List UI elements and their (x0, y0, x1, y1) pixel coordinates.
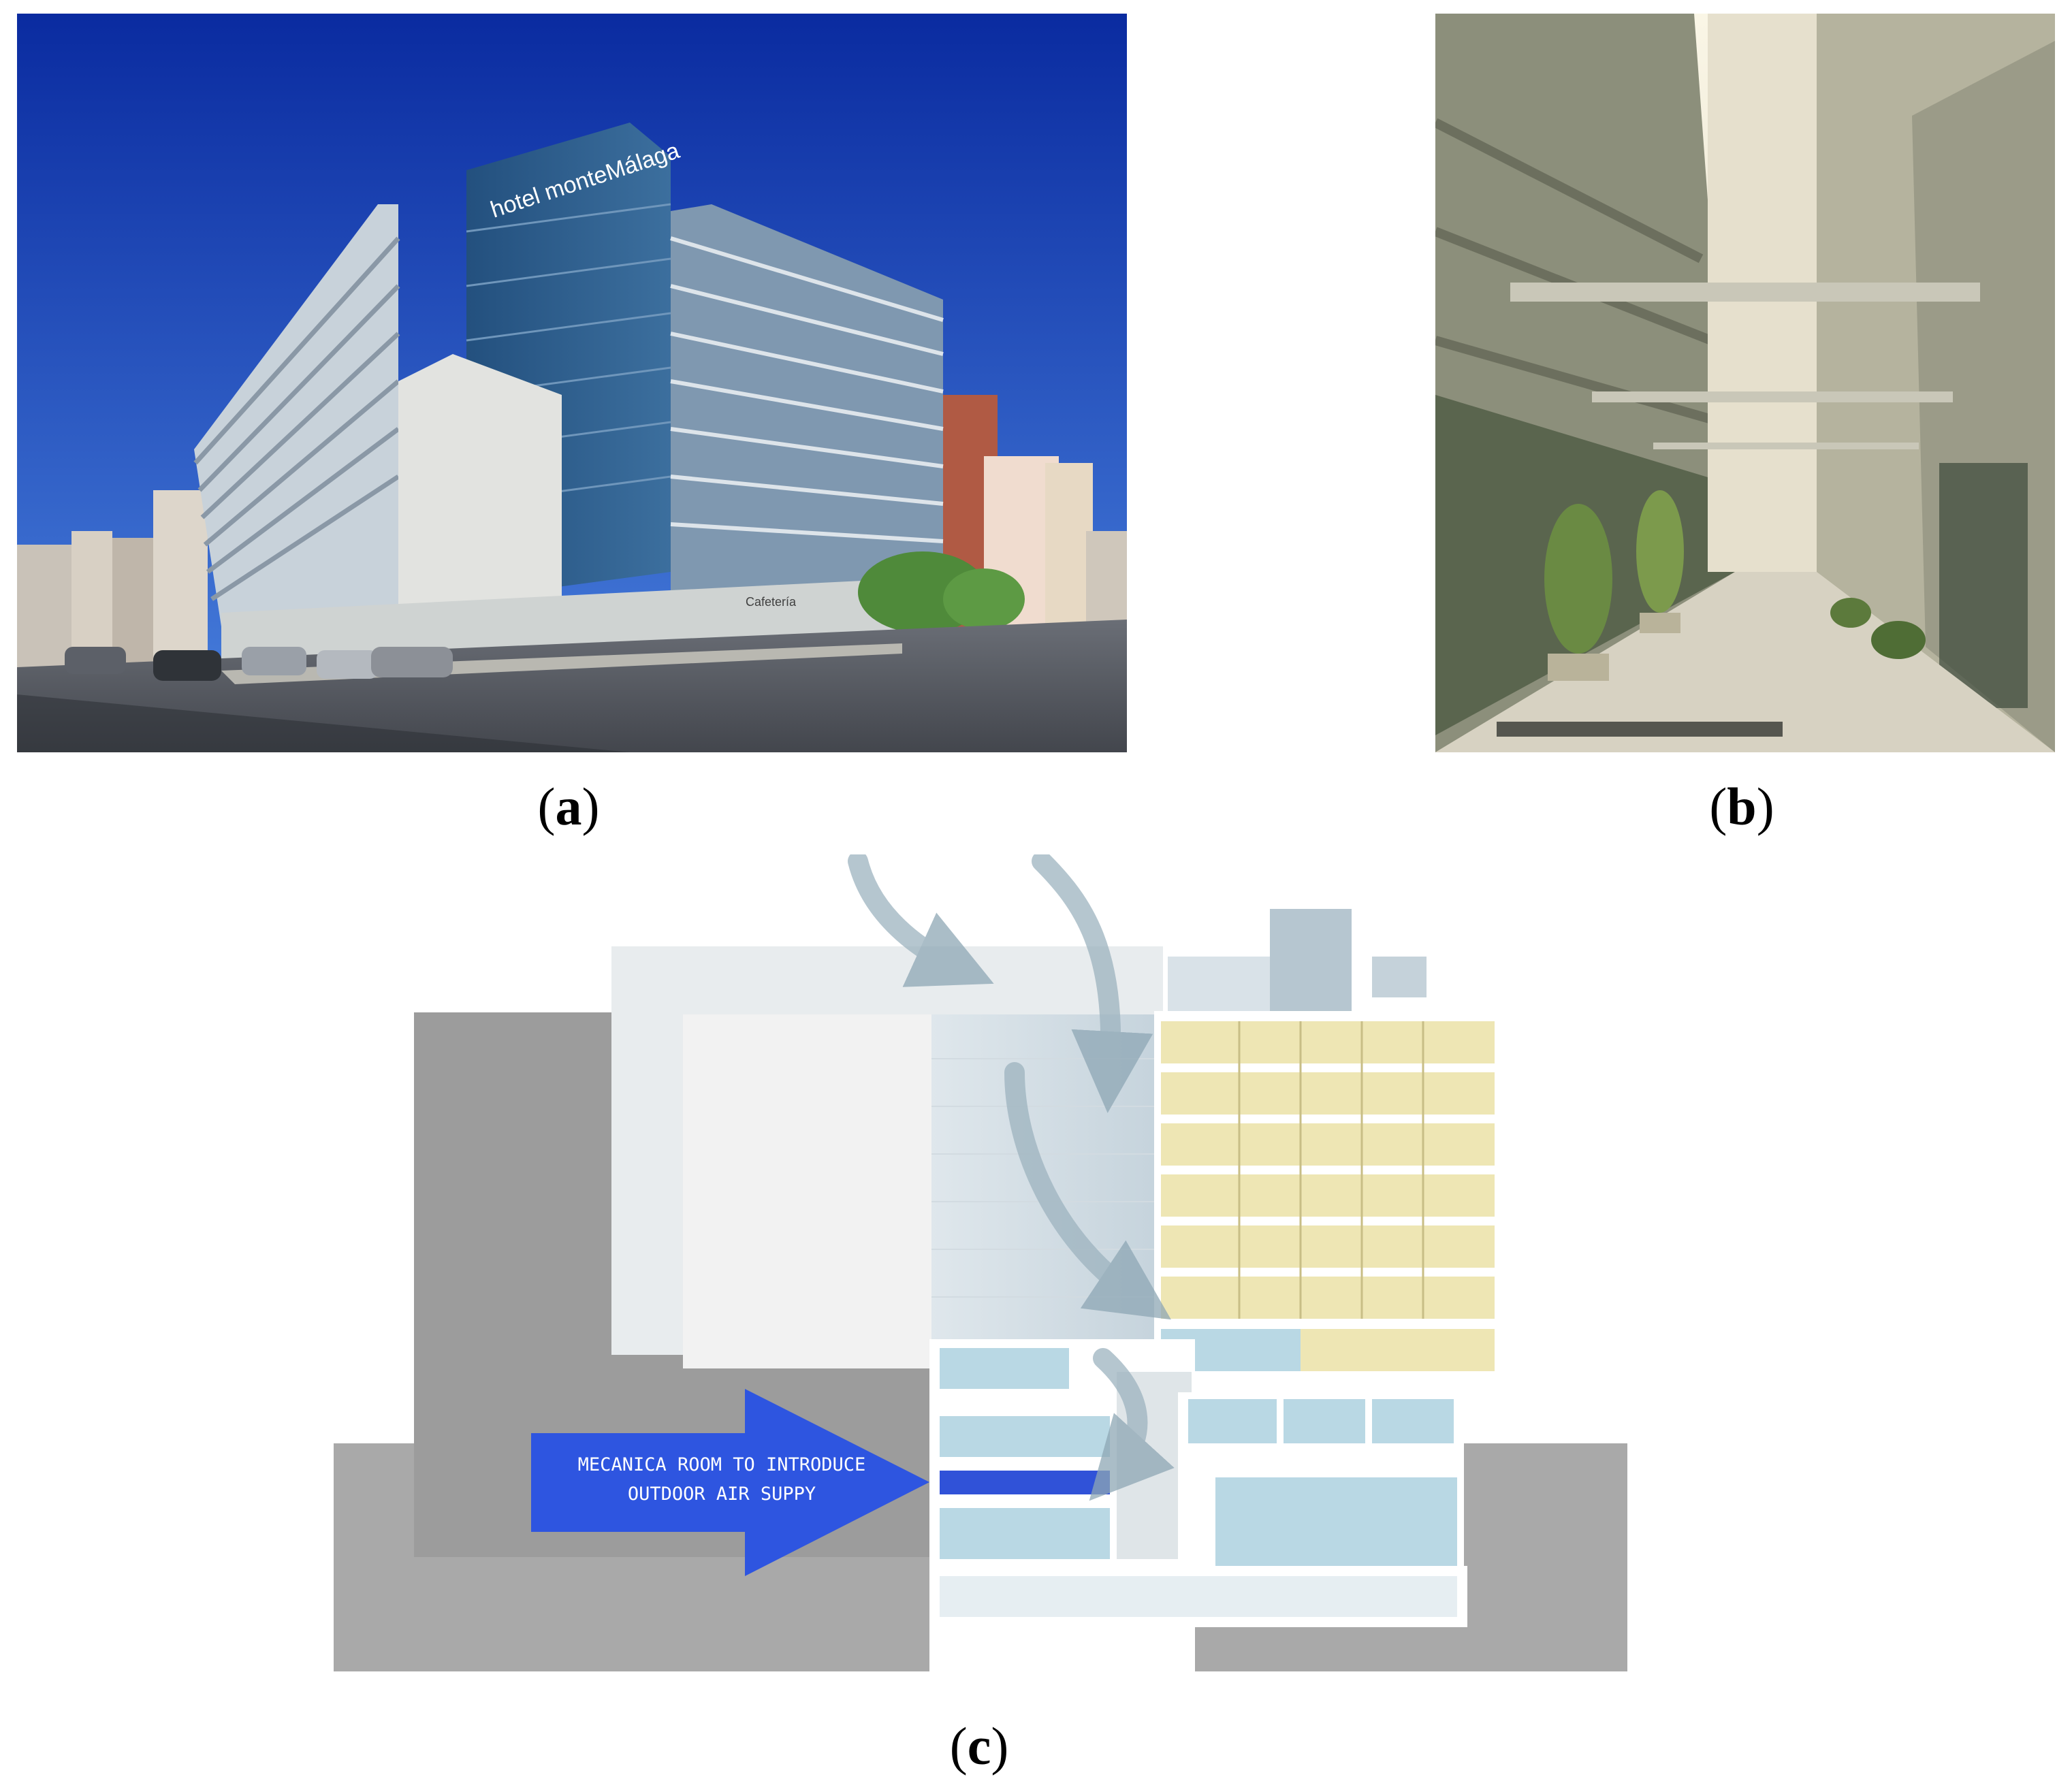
courtyard-floor (1435, 572, 2055, 752)
caption-b: (b) (1709, 777, 1774, 836)
courtyard-right-glazing (1939, 463, 2028, 708)
section-diagram-c: MECANICA ROOM TO INTRODUCE OUTDOOR AIR S… (334, 851, 1627, 1700)
hotel-stone-block (398, 354, 562, 660)
caption-a-letter: a (555, 777, 582, 836)
mechanical-room-arrow (531, 1389, 929, 1576)
hotel-left-wing (194, 204, 398, 640)
floor-grate (1497, 722, 1783, 737)
arrow-label-line2: OUTDOOR AIR SUPPY (628, 1484, 816, 1505)
arrow-label-line1: MECANICA ROOM TO INTRODUCE (578, 1454, 866, 1475)
hotel-room-floors (1161, 1021, 1495, 1371)
photo-b-courtyard (1433, 14, 2055, 752)
footbridge (1510, 283, 1980, 302)
room-partitions (1238, 1021, 1424, 1319)
caption-b-letter: b (1727, 777, 1757, 836)
podium-rooms-left (940, 1348, 1110, 1559)
caption-a: (a) (537, 777, 600, 836)
courtyard-illustration (1433, 14, 2055, 752)
background-building (17, 545, 71, 667)
white-block (683, 1014, 952, 1368)
entrance-sign: Cafetería (746, 595, 797, 609)
parked-cars (65, 647, 453, 681)
caption-c-letter: c (967, 1716, 991, 1776)
planters (1544, 490, 1926, 681)
photo-a-hotel-exterior: hotel monteMálaga Cafetería (17, 14, 1127, 752)
mechanical-room (940, 1471, 1110, 1494)
hotel-exterior-illustration: hotel monteMálaga Cafetería (17, 14, 1127, 752)
podium-rooms-right (1188, 1399, 1457, 1566)
caption-c: (c) (949, 1716, 1009, 1776)
building-section-svg: MECANICA ROOM TO INTRODUCE OUTDOOR AIR S… (334, 851, 1627, 1700)
airflow-arrows (848, 851, 1175, 1501)
